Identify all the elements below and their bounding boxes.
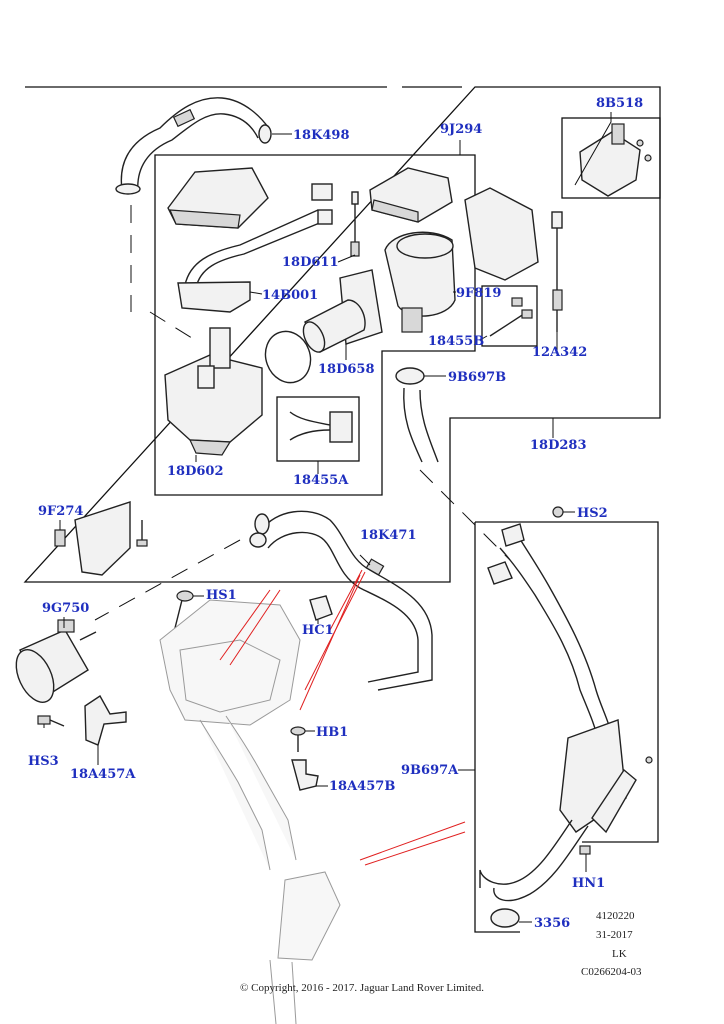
label-18D611: 18D611 <box>282 255 339 270</box>
label-9F819: 9F819 <box>456 286 502 301</box>
fuel-pump-9G750 <box>15 619 97 703</box>
label-18A457A: 18A457A <box>70 767 136 782</box>
exhaust-pipe-9B697A <box>479 523 653 928</box>
label-HS1: HS1 <box>206 588 237 603</box>
burner-18D658 <box>302 269 383 353</box>
label-HB1: HB1 <box>316 725 349 740</box>
bracket-18A457A <box>84 694 127 746</box>
harness-14B001 <box>177 183 333 313</box>
label-18A457B: 18A457B <box>329 779 396 794</box>
bolt-kit-frame <box>481 285 538 347</box>
dash-line-3 <box>419 469 511 561</box>
label-HS3: HS3 <box>28 754 59 769</box>
copyright-notice: © Copyright, 2016 - 2017. Jaguar Land Ro… <box>240 982 484 994</box>
main-frame <box>23 86 661 583</box>
nut-HN1 <box>579 845 591 855</box>
screw-HS1 <box>173 590 194 633</box>
exhaust-group-frame <box>474 521 659 933</box>
illustration-date: 31-2017 <box>596 929 633 941</box>
label-8B518: 8B518 <box>596 96 644 111</box>
label-9F274: 9F274 <box>38 504 84 519</box>
illustration-initials: LK <box>612 948 627 960</box>
label-9J294: 9J294 <box>440 122 483 137</box>
installed-heater-ghost <box>159 599 341 1024</box>
label-HS2: HS2 <box>577 506 608 521</box>
heater-body-18D602 <box>164 327 263 456</box>
label-18D602: 18D602 <box>167 464 224 479</box>
module-9J294 <box>369 167 453 223</box>
label-18K498: 18K498 <box>293 128 350 143</box>
label-9B697A: 9B697A <box>401 763 459 778</box>
label-9B697B: 9B697B <box>448 370 507 385</box>
label-14B001: 14B001 <box>262 288 319 303</box>
exhaust-pipe-9B697B <box>395 367 439 463</box>
air-intake-9F819 <box>384 231 456 333</box>
label-18D658: 18D658 <box>318 362 375 377</box>
label-9G750: 9G750 <box>42 601 90 616</box>
dash-line-2 <box>149 311 196 341</box>
label-18455B: 18455B <box>428 334 485 349</box>
label-HC1: HC1 <box>302 623 334 638</box>
coolant-hose-18K498 <box>115 97 272 195</box>
exhaust-hose-18K471 <box>249 510 433 691</box>
pump-8B518 <box>579 123 652 197</box>
clip-HC1 <box>309 595 333 621</box>
control-unit-cover <box>167 167 269 229</box>
sensor-18D611 <box>350 191 360 257</box>
screw-HS3 <box>37 715 65 727</box>
o-ring <box>264 330 312 384</box>
label-18455A: 18455A <box>293 473 349 488</box>
bracket-18A457B <box>291 759 319 791</box>
illustration-reference: C0266204-03 <box>581 966 642 978</box>
bolt-HB1 <box>290 726 306 752</box>
label-18K471: 18K471 <box>360 528 417 543</box>
intake-duct <box>464 187 539 281</box>
bracket-9F274 <box>54 501 148 576</box>
label-3356: 3356 <box>534 916 571 931</box>
label-HN1: HN1 <box>572 876 606 891</box>
glow-plug-12A342 <box>551 211 563 332</box>
heater-group-frame <box>154 154 476 496</box>
leader-lines <box>43 112 612 923</box>
label-12A342: 12A342 <box>532 345 588 360</box>
harness-kit-18455A <box>289 411 353 443</box>
label-18D283: 18D283 <box>530 438 587 453</box>
screw-HS2 <box>552 506 564 518</box>
red-reference-lines <box>219 569 466 866</box>
illustration-number: 4120220 <box>596 910 635 922</box>
bolt-kit-18455B <box>489 297 533 337</box>
